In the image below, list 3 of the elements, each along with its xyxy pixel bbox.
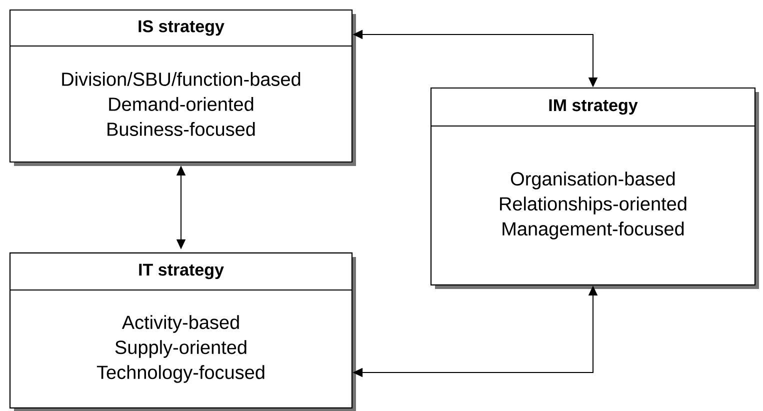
strategy-box: IM strategy Organisation-based Relationships-oriented Management-focused	[430, 87, 759, 289]
strategy-box: IT strategy Activity-based Supply-oriented Technology-focused	[9, 252, 356, 411]
strategy-box: IS strategy Division/SBU/function-based Demand-oriented Business-focused	[9, 9, 356, 166]
